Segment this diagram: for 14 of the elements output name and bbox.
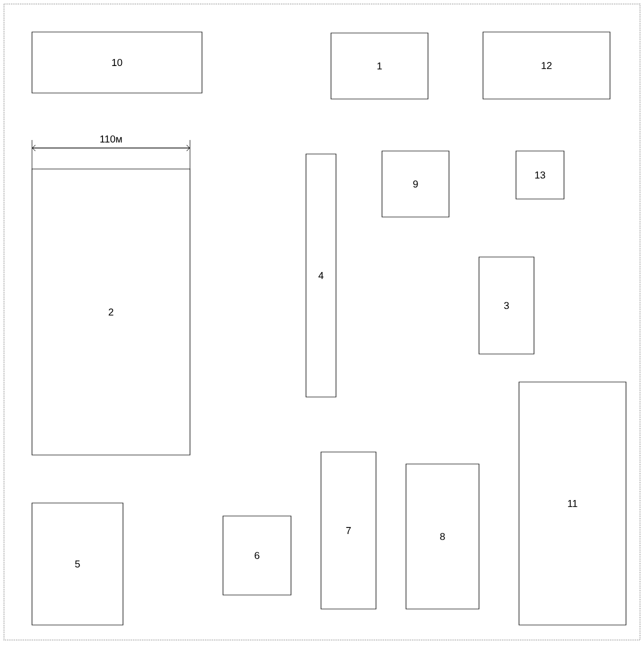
building-box: 12 xyxy=(482,32,610,100)
dimension-label: 110м xyxy=(100,135,122,143)
building-box: 11 xyxy=(518,382,626,626)
building-box: 4 xyxy=(306,154,336,398)
building-box: 9 xyxy=(382,150,450,218)
building-box: 2 xyxy=(32,168,190,456)
building-box: 7 xyxy=(320,452,376,610)
building-box: 13 xyxy=(516,150,564,200)
building-box: 6 xyxy=(222,516,292,596)
building-box: 8 xyxy=(406,464,480,610)
building-box: 5 xyxy=(32,502,124,626)
building-box: 10 xyxy=(32,32,202,94)
building-box: 1 xyxy=(330,32,428,100)
building-box: 3 xyxy=(478,256,534,354)
